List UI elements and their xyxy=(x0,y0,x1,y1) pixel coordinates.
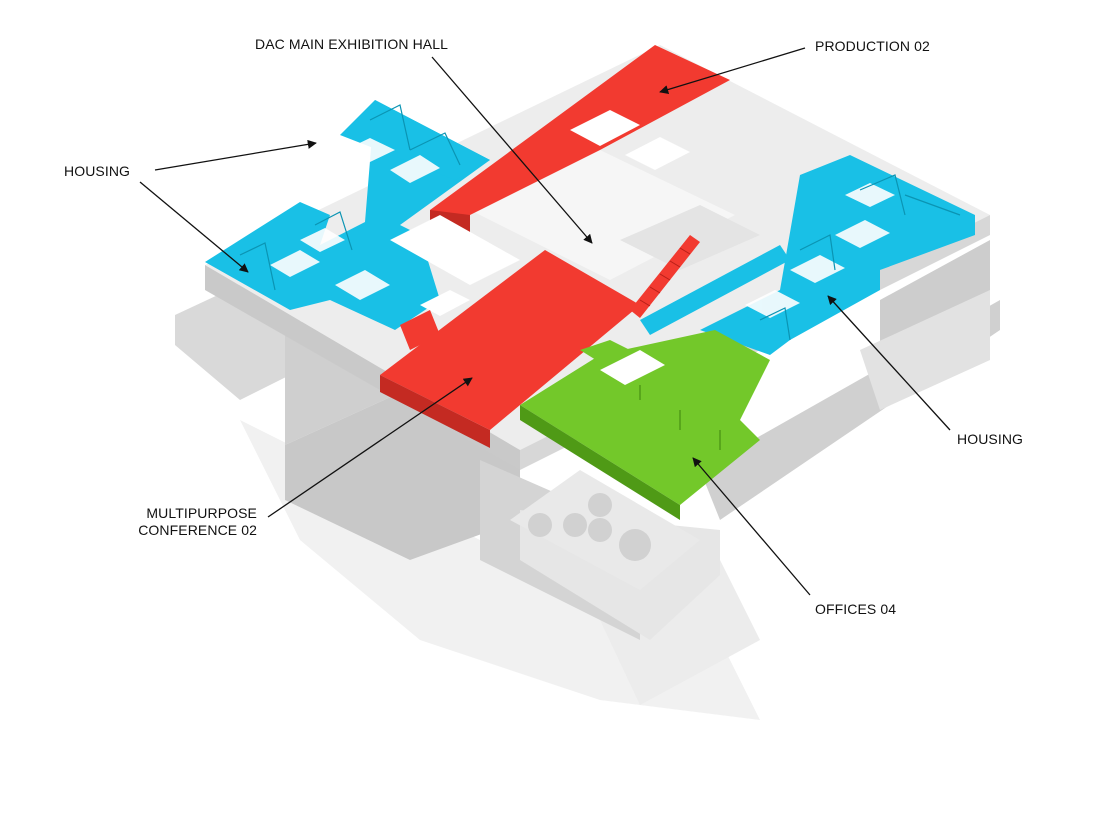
housing-right-zone xyxy=(640,155,975,355)
label-multipurpose-line2: CONFERENCE 02 xyxy=(138,522,257,538)
label-main-exhibition-hall: DAC MAIN EXHIBITION HALL xyxy=(255,36,448,52)
exhibition-production-zone xyxy=(380,45,730,448)
label-multipurpose-line1: MULTIPURPOSE xyxy=(146,505,257,521)
leader-housing-left-bottom xyxy=(139,181,249,273)
leader-housing-right xyxy=(827,295,951,431)
housing-left-zone xyxy=(205,100,490,330)
label-multipurpose-conference: MULTIPURPOSE CONFERENCE 02 xyxy=(137,505,257,539)
leader-lines xyxy=(139,47,951,596)
label-offices: OFFICES 04 xyxy=(815,601,897,617)
label-production: PRODUCTION 02 xyxy=(815,38,930,54)
leader-offices xyxy=(692,457,811,596)
lower-plaza xyxy=(510,470,700,590)
leader-main-hall xyxy=(431,56,593,244)
leader-multipurpose xyxy=(267,377,473,518)
leader-housing-left-top xyxy=(154,139,317,171)
offices-zone xyxy=(520,330,770,520)
label-housing-left: HOUSING xyxy=(64,163,131,179)
leader-production xyxy=(659,47,806,94)
label-housing-right: HOUSING xyxy=(957,431,1024,447)
